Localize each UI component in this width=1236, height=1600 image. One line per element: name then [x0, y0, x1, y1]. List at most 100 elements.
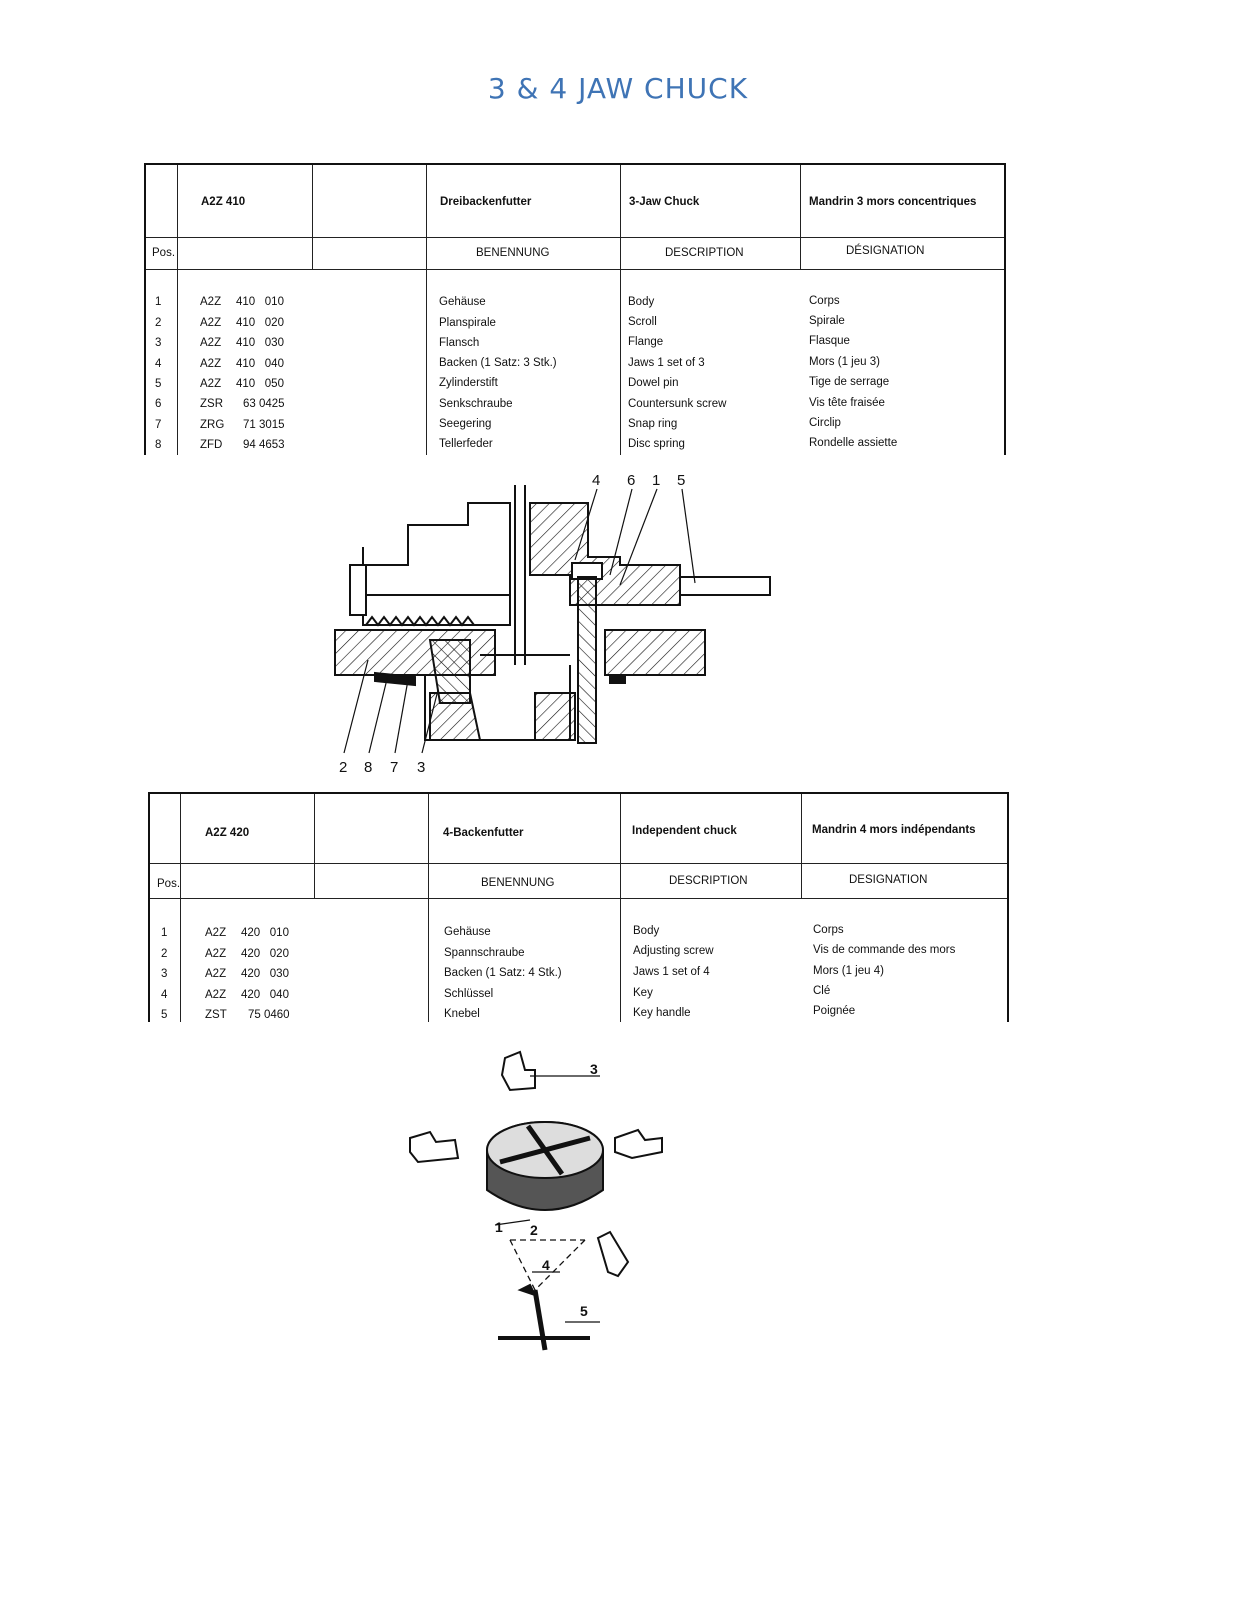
table-column-divider: [620, 165, 621, 455]
three-jaw-chuck-section-drawing: 4 6 1 5 2 8 7 3: [334, 472, 771, 776]
row-name-en: Adjusting screw: [633, 945, 714, 957]
row-name-de: Knebel: [444, 1008, 480, 1020]
parts-table-4-jaw: A2Z 420 4-Backenfutter Independent chuck…: [148, 792, 1009, 1022]
column-header-de: BENENNUNG: [476, 247, 550, 259]
table-column-divider: [177, 165, 178, 455]
callout-label: 6: [627, 472, 635, 489]
column-header-de: BENENNUNG: [481, 877, 555, 889]
row-name-en: Flange: [628, 336, 664, 348]
row-pos: 1: [161, 927, 168, 939]
column-header-en: DESCRIPTION: [665, 247, 744, 259]
row-name-en: Body: [633, 925, 660, 937]
row-prefix: A2Z: [205, 989, 227, 1001]
row-name-de: Tellerfeder: [439, 438, 493, 450]
row-name-en: Scroll: [628, 316, 657, 328]
row-pos: 7: [155, 419, 162, 431]
callout-label: 7: [390, 759, 398, 776]
table-column-divider: [620, 794, 621, 1022]
row-prefix: ZFD: [200, 439, 223, 451]
row-prefix: A2Z: [205, 927, 227, 939]
row-name-de: Backen (1 Satz: 4 Stk.): [444, 967, 562, 979]
row-prefix: ZST: [205, 1009, 227, 1021]
row-name-de: Planspirale: [439, 317, 496, 329]
row-prefix: ZSR: [200, 398, 223, 410]
callout-label: 2: [530, 1222, 538, 1238]
callout-label: 4: [542, 1257, 550, 1273]
table-column-divider: [314, 794, 315, 898]
row-name-fr: Vis tête fraisée: [809, 397, 885, 409]
row-prefix: A2Z: [205, 948, 227, 960]
callout-label: 1: [652, 472, 660, 489]
row-pos: 1: [155, 296, 162, 308]
callout-label: 4: [592, 472, 600, 489]
row-pos: 3: [155, 337, 162, 349]
row-name-de: Zylinderstift: [439, 377, 498, 389]
table-column-divider: [428, 794, 429, 1022]
table-column-divider: [801, 794, 802, 898]
row-part-number: 71 3015: [243, 419, 285, 431]
row-prefix: A2Z: [200, 296, 222, 308]
callout-label: 5: [580, 1303, 588, 1319]
callout-label: 3: [417, 759, 425, 776]
assembly-code: A2Z 410: [201, 196, 246, 208]
row-name-fr: Flasque: [809, 335, 850, 347]
row-name-de: Flansch: [439, 337, 480, 349]
row-name-de: Schlüssel: [444, 988, 494, 1000]
four-jaw-chuck-exploded-drawing: 3 1 2 4 5: [409, 1050, 663, 1351]
row-prefix: A2Z: [205, 968, 227, 980]
row-prefix: ZRG: [200, 419, 225, 431]
row-name-en: Snap ring: [628, 418, 678, 430]
row-name-fr: Corps: [809, 295, 840, 307]
row-name-en: Key: [633, 987, 653, 999]
row-name-fr: Spirale: [809, 315, 845, 327]
assembly-name-en: Independent chuck: [632, 825, 737, 837]
callout-label: 1: [495, 1219, 503, 1235]
row-name-en: Countersunk screw: [628, 398, 727, 410]
row-pos: 2: [155, 317, 162, 329]
row-name-en: Key handle: [633, 1007, 691, 1019]
row-part-number: 420 030: [241, 968, 289, 980]
column-header-pos: Pos.: [157, 878, 181, 890]
row-part-number: 420 010: [241, 927, 289, 939]
row-part-number: 420 020: [241, 948, 289, 960]
row-pos: 2: [161, 948, 168, 960]
assembly-name-en: 3-Jaw Chuck: [629, 196, 700, 208]
row-name-de: Senkschraube: [439, 398, 513, 410]
row-part-number: 410 010: [236, 296, 284, 308]
table-header-divider: [150, 863, 1007, 864]
assembly-code: A2Z 420: [205, 827, 250, 839]
callout-label: 3: [590, 1061, 598, 1077]
column-header-fr: DESIGNATION: [849, 874, 928, 886]
row-name-fr: Corps: [813, 924, 844, 936]
callout-label: 8: [364, 759, 372, 776]
row-name-fr: Mors (1 jeu 3): [809, 356, 880, 368]
row-part-number: 94 4653: [243, 439, 285, 451]
table-column-header-divider: [146, 269, 1004, 270]
row-part-number: 75 0460: [248, 1009, 290, 1021]
column-header-pos: Pos.: [152, 247, 176, 259]
page-title: 3 & 4 JAW CHUCK: [487, 72, 749, 105]
row-prefix: A2Z: [200, 378, 222, 390]
row-prefix: A2Z: [200, 358, 222, 370]
row-name-fr: Clé: [813, 985, 831, 997]
parts-table-3-jaw: A2Z 410 Dreibackenfutter 3-Jaw Chuck Man…: [144, 163, 1006, 455]
row-name-en: Disc spring: [628, 438, 685, 450]
row-part-number: 410 020: [236, 317, 284, 329]
row-name-fr: Circlip: [809, 417, 841, 429]
row-pos: 4: [161, 989, 168, 1001]
table-column-divider: [426, 165, 427, 455]
row-pos: 6: [155, 398, 162, 410]
row-name-de: Gehäuse: [444, 926, 491, 938]
assembly-name-fr: Mandrin 4 mors indépendants: [812, 824, 976, 836]
assembly-name-de: Dreibackenfutter: [440, 196, 532, 208]
table-column-divider: [312, 165, 313, 269]
row-name-de: Spannschraube: [444, 947, 525, 959]
table-column-divider: [180, 794, 181, 1022]
column-header-fr: DÉSIGNATION: [846, 245, 925, 257]
row-part-number: 410 030: [236, 337, 284, 349]
table-column-header-divider: [150, 898, 1007, 899]
row-pos: 3: [161, 968, 168, 980]
row-name-en: Jaws 1 set of 4: [633, 966, 710, 978]
row-pos: 5: [155, 378, 162, 390]
row-name-en: Dowel pin: [628, 377, 679, 389]
